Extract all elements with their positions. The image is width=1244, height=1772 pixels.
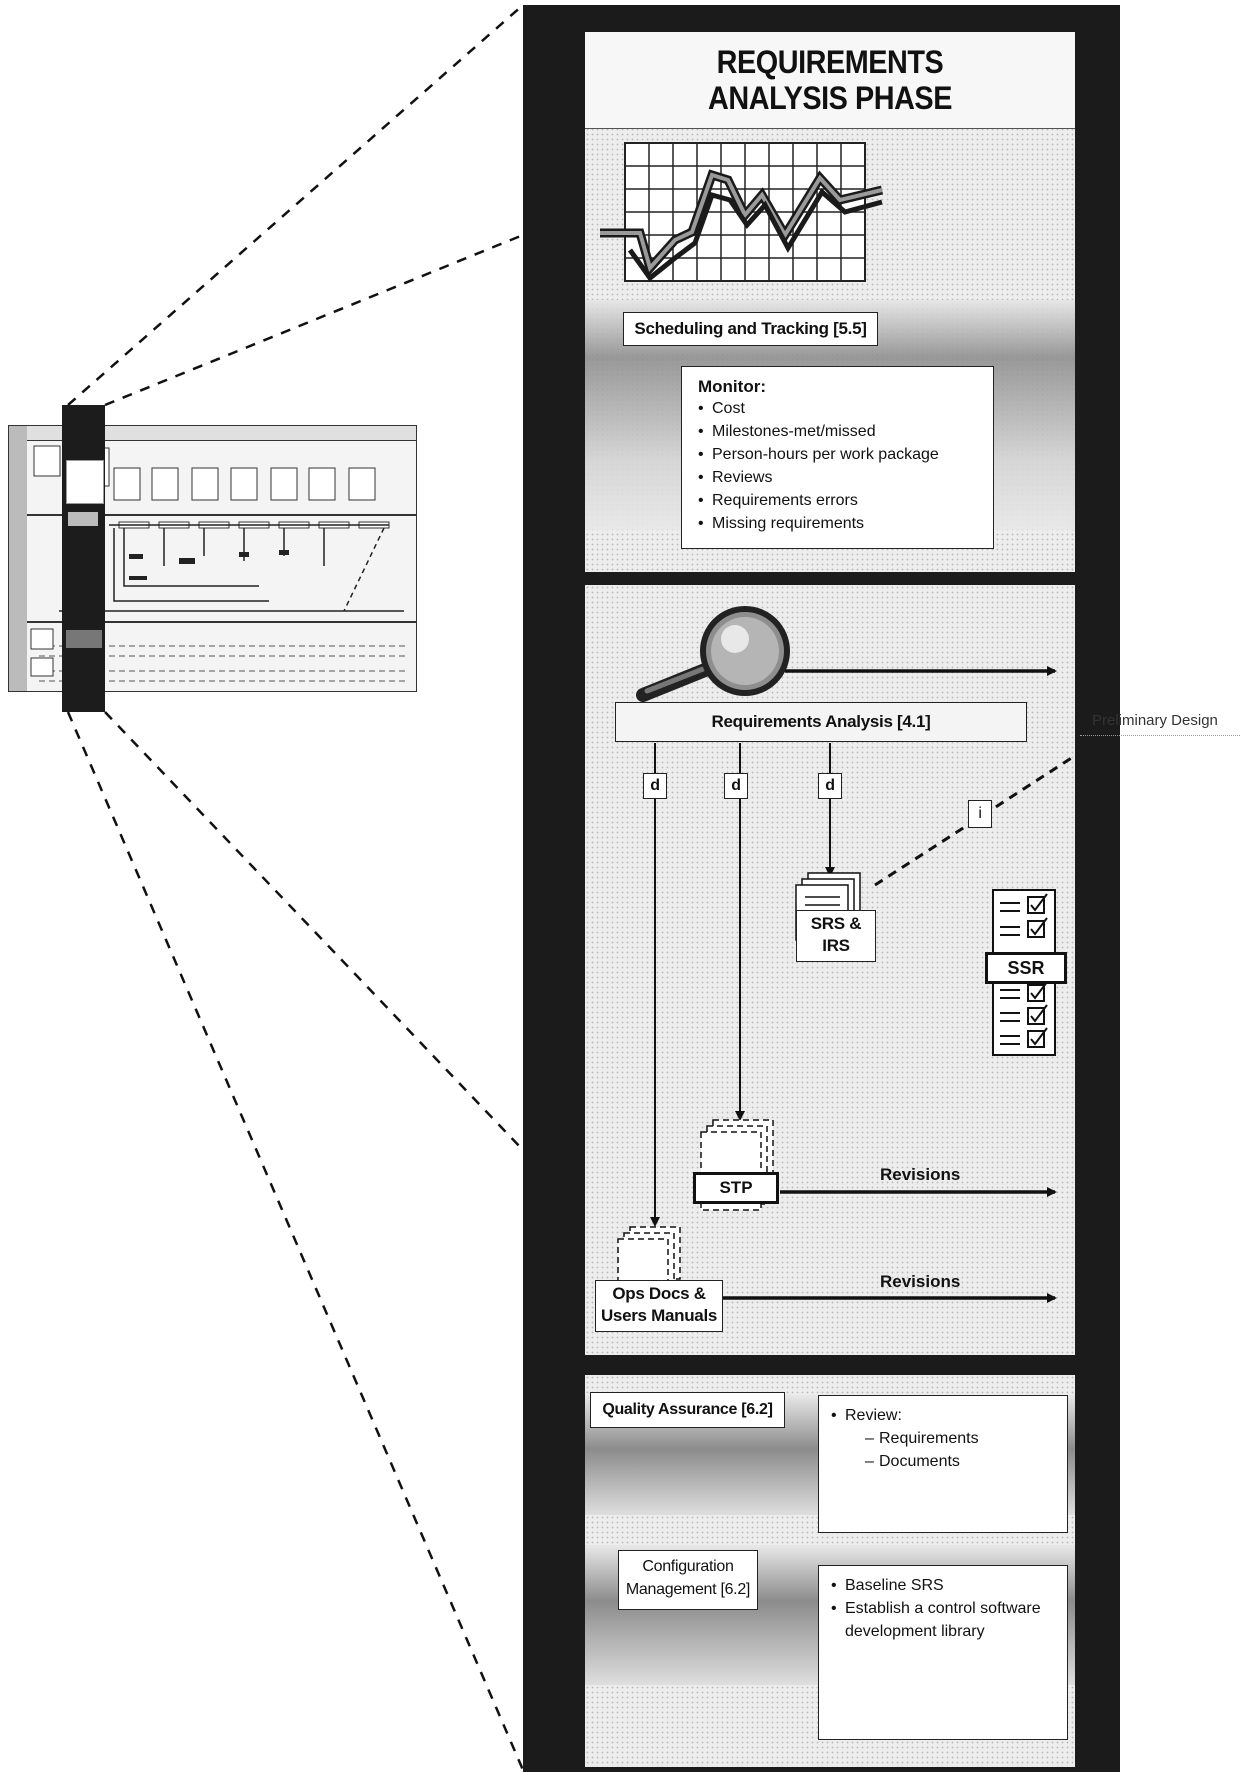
cm-box: Baseline SRS Establish a control softwar… (818, 1565, 1068, 1740)
thumbnail-highlight-detail (66, 630, 102, 648)
monitor-heading: Monitor: (698, 377, 993, 397)
phase-title-line1: REQUIREMENTS (610, 44, 1051, 80)
cm-item: Establish a control software development… (831, 1597, 1059, 1643)
qa-box: Review: Requirements Documents (818, 1395, 1068, 1533)
cm-item: Baseline SRS (831, 1574, 1059, 1597)
ops-docs-label: Ops Docs & Users Manuals (595, 1280, 723, 1332)
monitor-list: Cost Milestones-met/missed Person-hours … (698, 397, 993, 535)
phase-title-line2: ANALYSIS PHASE (610, 80, 1051, 116)
phase-title-box: REQUIREMENTS ANALYSIS PHASE (585, 32, 1075, 129)
ops-label-line2: Users Manuals (596, 1305, 722, 1327)
monitor-item: Cost (698, 397, 993, 420)
monitor-item: Person-hours per work package (698, 443, 993, 466)
qa-label: Quality Assurance [6.2] (590, 1392, 785, 1428)
i-marker: i (968, 800, 992, 828)
ssr-label: SSR (985, 952, 1067, 984)
qa-subitem: Requirements (865, 1427, 1067, 1450)
srs-label-line1: SRS & (797, 913, 875, 935)
cm-label-line2: Management [6.2] (619, 1578, 757, 1601)
revisions-label: Revisions (880, 1165, 990, 1185)
revisions-label: Revisions (880, 1272, 990, 1292)
qa-item: Review: (831, 1404, 1067, 1427)
d-marker: d (818, 773, 842, 799)
thumbnail-highlight-detail (66, 460, 104, 504)
cm-list: Baseline SRS Establish a control softwar… (831, 1574, 1059, 1643)
qa-sublist: Requirements Documents (831, 1427, 1067, 1473)
d-marker: d (643, 773, 667, 799)
qa-subitem: Documents (865, 1450, 1067, 1473)
qa-list: Review: (831, 1404, 1067, 1427)
next-phase-label: Preliminary Design (1080, 707, 1240, 736)
requirements-analysis-box: Requirements Analysis [4.1] (615, 702, 1027, 742)
next-phase-text: Preliminary Design (1080, 712, 1218, 729)
monitor-item: Milestones-met/missed (698, 420, 993, 443)
monitor-item: Requirements errors (698, 489, 993, 512)
srs-irs-label: SRS & IRS (796, 910, 876, 962)
srs-label-line2: IRS (797, 935, 875, 957)
thumbnail-highlight-column (62, 405, 105, 712)
monitor-item: Reviews (698, 466, 993, 489)
line-chart-icon (600, 140, 890, 285)
ops-label-line1: Ops Docs & (596, 1283, 722, 1305)
thumbnail-highlight-detail (68, 512, 98, 526)
stp-label: STP (693, 1172, 779, 1204)
magnifying-glass-icon (643, 609, 787, 695)
monitor-box: Monitor: Cost Milestones-met/missed Pers… (681, 366, 994, 549)
cm-label: Configuration Management [6.2] (618, 1550, 758, 1610)
monitor-item: Missing requirements (698, 512, 993, 535)
d-marker: d (724, 773, 748, 799)
cm-label-line1: Configuration (619, 1555, 757, 1578)
scheduling-label: Scheduling and Tracking [5.5] (623, 312, 878, 346)
